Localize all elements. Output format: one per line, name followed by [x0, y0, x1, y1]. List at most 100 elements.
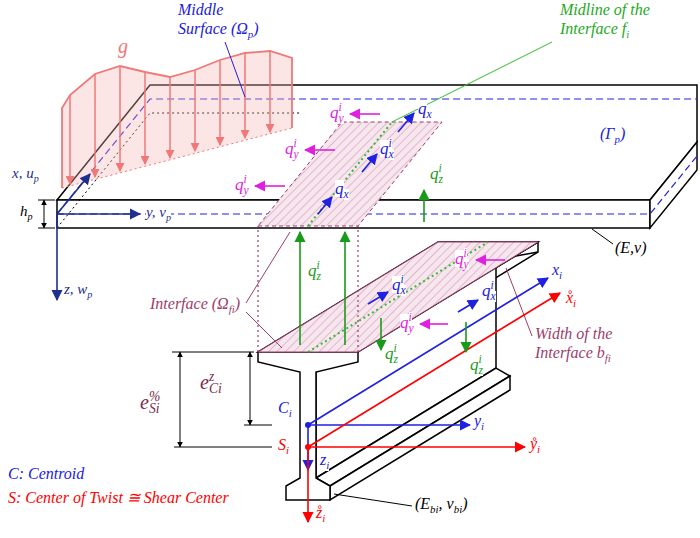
eccentricity-dimension: [172, 352, 254, 353]
width-label: fi: [605, 353, 611, 364]
drawing-part: [169, 77, 171, 158]
eccentricity-dimension: [244, 425, 272, 426]
leader-line: [246, 312, 282, 348]
axis-label: y, v: [146, 205, 166, 220]
interface-force-arrow: [344, 232, 346, 345]
drawing-part: [194, 70, 196, 151]
surface-label: Middle: [178, 2, 223, 18]
interface-force-arrow: [255, 185, 285, 187]
force-label: q: [455, 250, 464, 267]
force-label: q: [470, 356, 479, 373]
midline-label: Interface f: [560, 21, 626, 37]
force-label: y: [244, 185, 249, 197]
thickness-dimension: [38, 228, 55, 229]
force-label: y: [339, 113, 344, 125]
key-note: S: Center of Twist ≅ Shear Center: [8, 490, 229, 506]
force-label: z: [317, 271, 322, 283]
midline: [392, 42, 552, 122]
centroid-axes: [308, 278, 548, 425]
force-label: i: [401, 274, 404, 286]
material-label: bi: [430, 504, 438, 515]
shear-center-axes: [307, 447, 309, 522]
force-label: q: [380, 140, 389, 157]
distributed-load: [62, 128, 292, 188]
surface-label: ): [253, 21, 258, 37]
drawing-part: [119, 66, 121, 171]
interface-force-arrow: [305, 149, 335, 151]
boundary-label: ): [620, 126, 625, 142]
width-label: Interface b: [535, 345, 605, 361]
force-label: x: [427, 109, 432, 121]
axis-label: x: [552, 262, 559, 278]
leader-line: [334, 494, 412, 506]
force-label: q: [335, 180, 344, 197]
distributed-load: [62, 51, 292, 188]
midline: [308, 42, 552, 226]
interface-force-arrow: [255, 113, 505, 352]
interface-label: Interface (Ω: [150, 296, 229, 312]
point-label: i: [286, 445, 289, 456]
leader-line: [334, 494, 412, 506]
force-label: q: [308, 262, 317, 279]
axis-label: i: [481, 421, 484, 432]
force-label: i: [464, 248, 467, 260]
force-label: i: [294, 138, 297, 150]
force-label: q: [385, 345, 394, 362]
distributed-load: [62, 51, 292, 188]
point-label: C: [278, 400, 289, 416]
plate-axes: [56, 214, 58, 300]
eccentricity-dimension: [250, 352, 251, 425]
eccentricity-label: Ci: [209, 382, 222, 396]
material-label: (E,ν): [615, 240, 647, 256]
shear-center-axes: [305, 293, 560, 522]
force-label: q: [285, 140, 294, 157]
shear-center-axes: [305, 444, 311, 450]
centroid-axes: [305, 422, 311, 428]
drawing-part: [94, 74, 96, 177]
force-label: q: [482, 282, 491, 299]
axis-label: ẙ: [530, 436, 537, 452]
axis-label: y: [474, 413, 481, 429]
force-label: z: [439, 174, 444, 186]
force-label: x: [401, 285, 406, 297]
interface-force-arrow: [458, 300, 478, 312]
force-label: i: [317, 260, 320, 272]
leader-line: [592, 229, 613, 244]
force-label: q: [330, 104, 339, 121]
load-label: g: [118, 36, 128, 56]
material-label: , ν: [439, 496, 454, 512]
force-label: i: [491, 280, 494, 292]
material-label: bi: [454, 504, 462, 515]
force-label: x: [389, 149, 394, 161]
interface-force-arrow: [420, 323, 448, 325]
interface-force-arrow: [380, 318, 382, 350]
beam-interface: [308, 242, 488, 352]
axis-label: i: [573, 298, 576, 309]
thickness-label: h: [20, 204, 28, 219]
drawing-part: [219, 60, 221, 145]
interface-projection: [257, 226, 258, 352]
thickness-dimension: [38, 200, 55, 201]
axis-label: p: [166, 213, 171, 223]
axis-label: i: [537, 444, 540, 455]
boundary-label: (Γ: [600, 126, 614, 142]
force-label: i: [439, 163, 442, 175]
force-label: q: [418, 100, 427, 117]
interface-force-arrow: [350, 113, 380, 115]
point-label: S: [278, 437, 286, 453]
interface-force-arrow: [318, 197, 332, 214]
force-label: z: [394, 354, 399, 366]
plate-axes: [57, 213, 140, 215]
interface-force-arrow: [362, 154, 377, 172]
thickness-label: p: [28, 212, 33, 222]
force-label: q: [400, 314, 409, 331]
plate-axes: [57, 174, 140, 300]
leader-line: [246, 232, 532, 348]
force-label: i: [339, 102, 342, 114]
thickness-dimension: [44, 200, 45, 228]
drawing-part: [70, 51, 270, 184]
axis-label: i: [559, 270, 562, 281]
